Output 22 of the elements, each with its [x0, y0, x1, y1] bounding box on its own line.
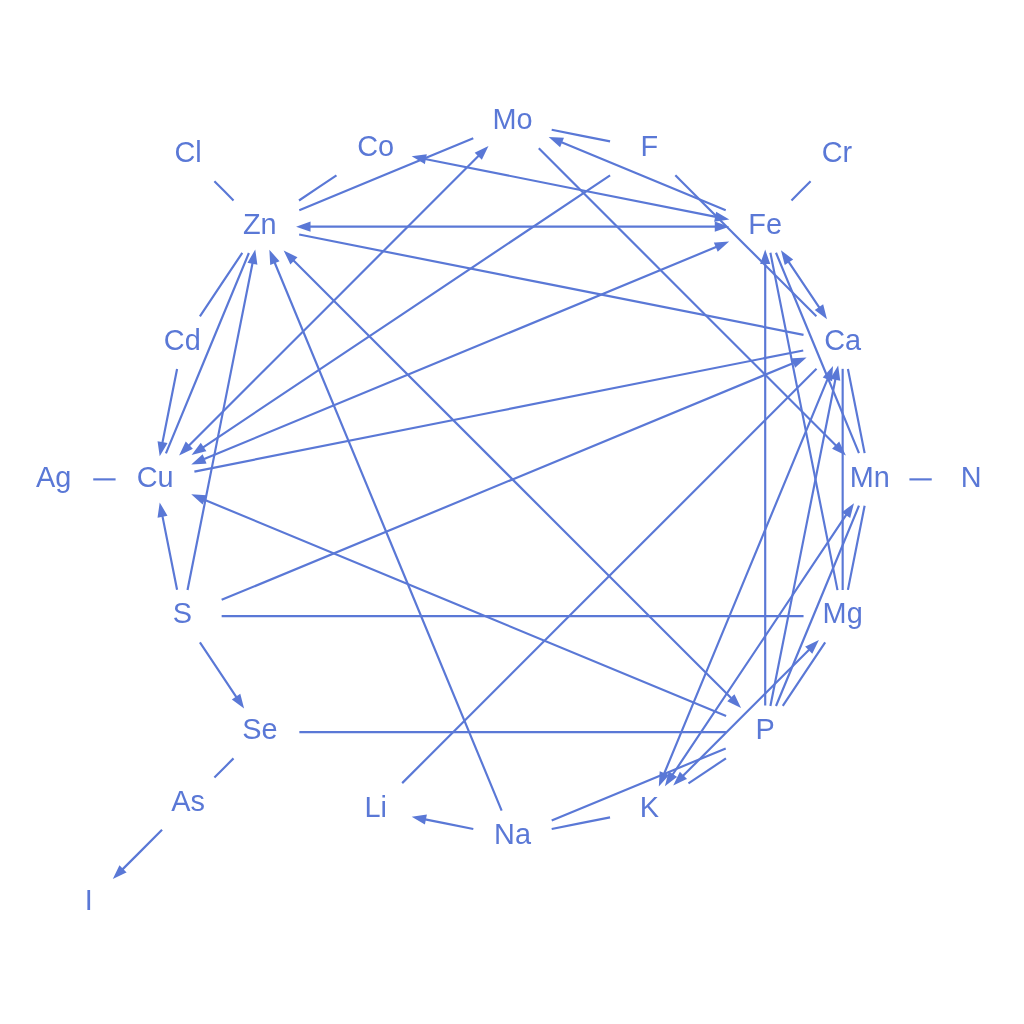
node-text: Cr — [821, 135, 852, 168]
node-text: As — [170, 784, 205, 817]
node-text: Cl — [173, 135, 202, 168]
node-text: Li — [364, 790, 387, 823]
node-text: F — [639, 129, 658, 162]
node-text: I — [84, 883, 93, 916]
node-text: Na — [493, 817, 531, 850]
node-text: Mg — [822, 596, 863, 629]
node-text: Mo — [491, 102, 533, 135]
node-text: S — [172, 596, 192, 629]
node-text: K — [639, 790, 659, 823]
node-text: Fe — [747, 207, 782, 240]
node-text: Zn — [242, 207, 277, 240]
node-text: P — [755, 712, 775, 745]
node-text: Ag — [35, 460, 71, 493]
node-text: Cu — [136, 460, 174, 493]
node-text: Ca — [823, 323, 861, 356]
node-text: Mn — [849, 460, 890, 493]
node-text: Se — [241, 712, 277, 745]
node-text: N — [960, 460, 982, 493]
node-text: Co — [356, 129, 394, 162]
node-text: Cd — [163, 323, 201, 356]
